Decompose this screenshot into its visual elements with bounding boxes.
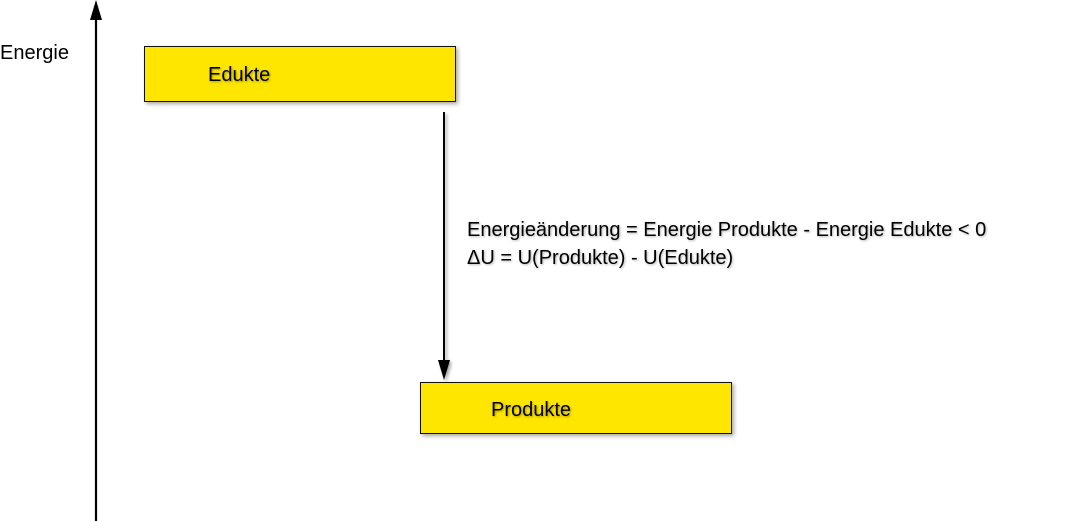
products-level-box: Produkte — [420, 382, 732, 434]
equation-line-formula: ΔU = U(Produkte) - U(Edukte) — [467, 247, 734, 269]
energy-change-arrowhead — [438, 360, 450, 380]
energy-axis-arrowhead — [90, 0, 102, 20]
equation-line-text: Energieänderung = Energie Produkte - Ene… — [467, 219, 987, 241]
products-label: Produkte — [491, 399, 572, 421]
energy-axis-label: Energie — [0, 42, 69, 64]
energy-change-equation: Energieänderung = Energie Produkte - Ene… — [467, 216, 986, 272]
energy-change-arrow — [438, 112, 450, 380]
educts-level-box: Edukte — [144, 46, 456, 102]
educts-label: Edukte — [208, 64, 271, 86]
